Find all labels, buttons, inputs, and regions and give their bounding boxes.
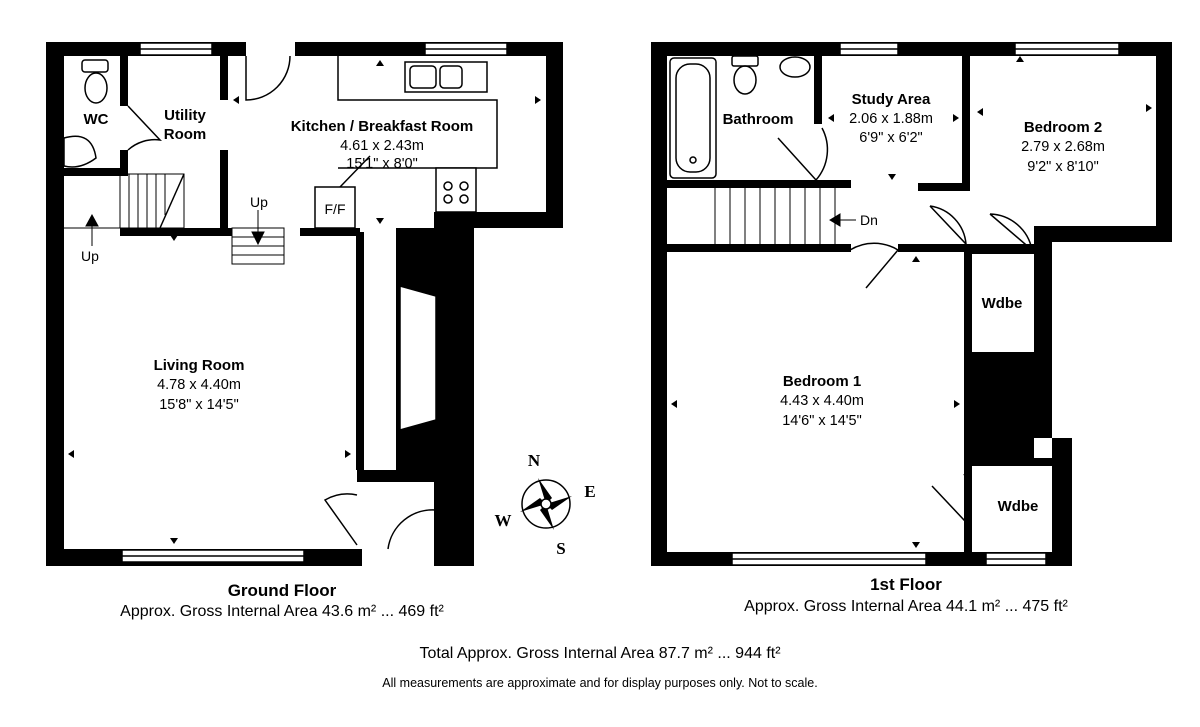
ground-floor-area: Approx. Gross Internal Area 43.6 m² ... … [120, 603, 444, 620]
compass-rose: N E S W [495, 451, 596, 558]
chimney-breast [399, 285, 437, 431]
ground-floor-labels: WC Utility Room Kitchen / Breakfast Room… [81, 107, 473, 413]
compass-south: S [556, 539, 565, 558]
wc-fixtures [63, 59, 109, 168]
compass-west: W [495, 511, 512, 530]
bathroom-fixtures [669, 55, 811, 179]
ground-floor-plan: WC Utility Room Kitchen / Breakfast Room… [46, 42, 563, 566]
first-floor-windows [731, 42, 1120, 566]
kitchen-name: Kitchen / Breakfast Room [291, 118, 474, 135]
utility-room-label-line1: Utility [164, 107, 206, 124]
bedroom-1-name: Bedroom 1 [783, 373, 861, 390]
bedroom-2-metric: 2.79 x 2.68m [1021, 139, 1105, 155]
stairs-up-label-mid: Up [250, 194, 268, 210]
compass-north: N [528, 451, 541, 470]
ground-floor-stairs [64, 173, 285, 265]
study-area-imperial: 6'9" x 6'2" [859, 130, 922, 146]
utility-room-label-line2: Room [164, 126, 207, 143]
study-area-metric: 2.06 x 1.88m [849, 111, 933, 127]
first-floor-plan: Bathroom Study Area 2.06 x 1.88m 6'9" x … [651, 42, 1172, 566]
wardrobe-upper-label: Wdbe [982, 295, 1023, 312]
bedroom-2-name: Bedroom 2 [1024, 119, 1102, 136]
disclaimer-note: All measurements are approximate and for… [382, 676, 818, 690]
study-area-name: Study Area [852, 91, 931, 108]
wc-label: WC [84, 111, 109, 128]
stairs-up-label-left: Up [81, 248, 99, 264]
living-room-metric: 4.78 x 4.40m [157, 377, 241, 393]
bathroom-label: Bathroom [723, 111, 794, 128]
ground-floor-title: Ground Floor [227, 581, 337, 600]
ground-floor-doors [127, 55, 437, 550]
bedroom-1-imperial: 14'6" x 14'5" [782, 413, 862, 429]
first-floor-title: 1st Floor [870, 575, 942, 594]
bedroom-1-metric: 4.43 x 4.40m [780, 393, 864, 409]
compass-east: E [584, 482, 595, 501]
first-floor-doors [777, 127, 1034, 522]
first-floor-labels: Bathroom Study Area 2.06 x 1.88m 6'9" x … [723, 91, 1105, 515]
kitchen-metric: 4.61 x 2.43m [340, 138, 424, 154]
bedroom-2-imperial: 9'2" x 8'10" [1027, 159, 1098, 175]
ground-floor-dimension-markers [68, 60, 541, 544]
ground-floor-windows [121, 42, 508, 563]
living-room-name: Living Room [154, 357, 245, 374]
stairs-down-label: Dn [860, 212, 878, 228]
wardrobe-lower-label: Wdbe [998, 498, 1039, 515]
living-room-imperial: 15'8" x 14'5" [159, 397, 239, 413]
first-floor-stairs [714, 188, 856, 244]
first-floor-dimension-markers [671, 56, 1152, 548]
kitchen-imperial: 15'1" x 8'0" [346, 156, 417, 172]
first-floor-area: Approx. Gross Internal Area 44.1 m² ... … [744, 598, 1068, 615]
total-area: Total Approx. Gross Internal Area 87.7 m… [419, 645, 781, 662]
kitchen-fixtures [314, 56, 498, 229]
fridge-freezer-label: F/F [325, 201, 346, 217]
